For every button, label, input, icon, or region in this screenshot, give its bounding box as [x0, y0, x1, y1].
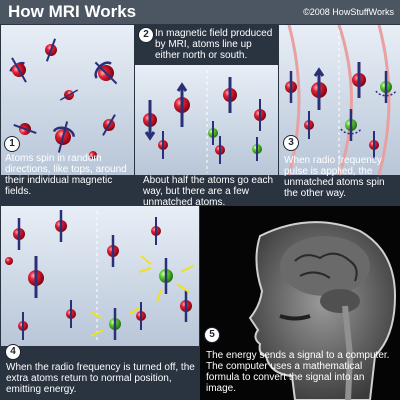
- page-title: How MRI Works: [8, 2, 137, 21]
- header-bar: How MRI Works ©2008 HowStuffWorks: [0, 0, 400, 24]
- atom-green-icon: [208, 121, 262, 161]
- atom-red-icon: [143, 77, 266, 164]
- step-3-badge: 3: [283, 135, 299, 151]
- panel-step-2: 2 In magnetic field produced by MRI, ato…: [135, 25, 278, 205]
- atom-red-icon: [285, 62, 379, 159]
- panel-step-5: 5 The energy sends a signal to a compute…: [200, 206, 400, 400]
- step-2-badge: 2: [138, 27, 154, 43]
- step-5-badge: 5: [204, 327, 220, 343]
- atom-red-icon: [9, 38, 118, 159]
- copyright-text: ©2008 HowStuffWorks: [303, 7, 394, 17]
- step-2-illustration: [135, 65, 278, 175]
- atom-green-icon: [109, 258, 173, 340]
- step-4-caption: When the radio frequency is turned off, …: [6, 362, 195, 395]
- mri-head-scan: [200, 206, 400, 400]
- step-1-badge: 1: [4, 136, 20, 152]
- energy-burst-icon: [90, 255, 194, 337]
- step-3-caption: When radio frequency pulse is applied, t…: [284, 155, 385, 199]
- step-4-illustration: [1, 206, 199, 346]
- step-2-caption-top: In magnetic field produced by MRI, atoms…: [155, 28, 273, 61]
- step-2-caption-bottom: About half the atoms go each way, but th…: [143, 175, 274, 205]
- step-3-illustration: [279, 25, 400, 176]
- panel-step-1: 1 Atoms spin in random directions, like …: [1, 25, 134, 205]
- panel-step-4: 4 When the radio frequency is turned off…: [1, 206, 199, 400]
- panel-step-3: 3 When radio frequency pulse is applied,…: [279, 25, 400, 205]
- atom-green-icon: [340, 71, 397, 141]
- step-1-caption: Atoms spin in random directions, like to…: [5, 153, 127, 197]
- atom-red-icon: [5, 210, 192, 340]
- step-5-caption: The energy sends a signal to a computer.…: [206, 350, 390, 394]
- step-4-badge: 4: [5, 344, 21, 360]
- step-1-illustration: [1, 25, 134, 175]
